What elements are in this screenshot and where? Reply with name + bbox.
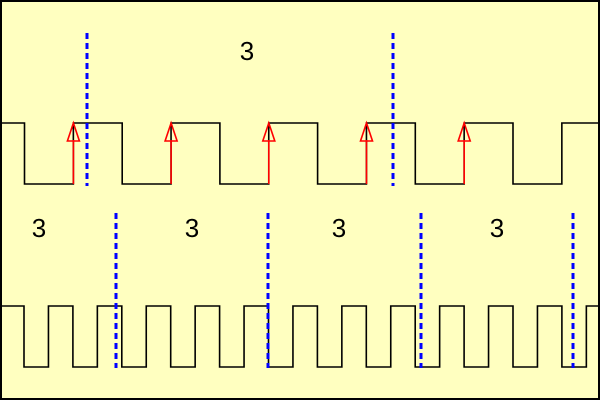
arrowhead-icon	[66, 120, 81, 142]
bottom-square-wave	[2, 305, 598, 368]
bottom-period-label-3: 3	[332, 213, 346, 243]
top-square-wave	[2, 122, 598, 185]
top-clock-waveform	[2, 122, 598, 185]
top-period-label: 3	[240, 36, 254, 66]
period-markers	[85, 33, 575, 368]
arrowhead-icon	[359, 120, 374, 142]
bottom-period-label-2: 3	[185, 213, 199, 243]
bottom-period-label-4: 3	[490, 213, 504, 243]
bottom-clock-waveform	[2, 305, 598, 368]
rising-edge-arrows	[66, 120, 472, 184]
arrowhead-icon	[261, 120, 276, 142]
arrowhead-icon	[163, 120, 179, 142]
arrowhead-icon	[457, 120, 472, 142]
bottom-period-label-1: 3	[32, 213, 46, 243]
